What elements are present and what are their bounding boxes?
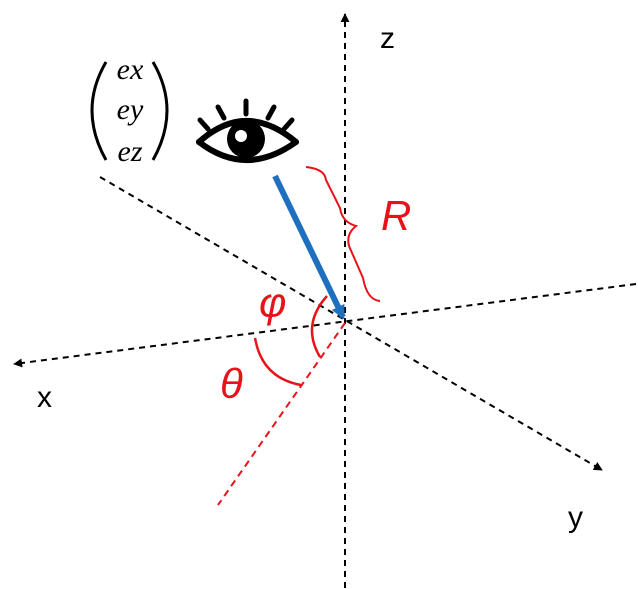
y-axis-label: y [568,501,583,534]
y-axis [99,176,603,471]
theta-label: θ [220,360,243,407]
x-axis-label: x [37,381,52,414]
eye-icon [196,98,299,163]
vector-right-paren [151,61,169,161]
phi-arc [310,295,328,358]
theta-arc [253,337,302,387]
z-axis-label: z [380,22,395,55]
vector-component-ez: ez [118,135,143,168]
view-direction-arrow [272,174,346,320]
phi-label: φ [259,279,286,326]
projection-line [217,322,346,506]
vector-left-paren [90,61,108,161]
x-axis [13,283,637,368]
vector-component-ey: ey [117,93,144,126]
distance-brace [305,166,381,302]
distance-label-r: R [381,192,411,239]
vector-component-ex: ex [117,53,144,86]
